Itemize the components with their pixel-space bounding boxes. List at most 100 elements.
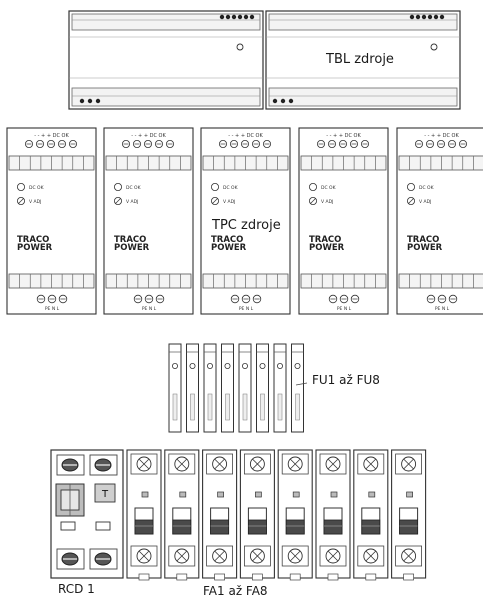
pot-slot [115,198,121,204]
terminal-dot [237,14,243,20]
rcd-label: RCD 1 [58,582,95,596]
rcd-device: T [50,449,124,579]
fuse [273,343,287,433]
screw-slot [176,550,188,562]
fuse-indicator-icon [241,362,248,369]
lever-shade [285,519,305,535]
brand-logo: POWER [17,243,53,253]
terminal-dot [231,14,237,20]
terminal-dot [421,14,427,20]
terminal-dot [427,14,433,20]
top-terminal-label: - - + + DC OK [326,133,361,139]
bottom-terminal-label: PE N L [239,306,254,312]
top-terminal-label: - - + + DC OK [34,133,69,139]
pot-slot [212,198,218,204]
brand-logo: TRACO [309,235,341,245]
fuse-indicator-icon [189,362,196,369]
brand-logo: POWER [309,243,345,253]
pot-label: V ADJ [321,199,333,205]
brand-logo: POWER [211,243,247,253]
terminal-dot [243,14,249,20]
din-clip [289,573,301,581]
top-terminal-label: - - + + DC OK [228,133,263,139]
status-window [368,491,376,498]
led-label: DC OK [29,185,45,191]
terminal-dot [415,14,421,20]
lever-shade [399,519,419,535]
lever-shade [134,519,154,535]
terminal-dot [87,98,93,104]
bottom-terminal-label: PE N L [45,306,60,312]
din-clip [365,573,377,581]
fuse-slot [190,393,195,421]
pot-label: V ADJ [223,199,235,205]
terminal-block [398,273,483,289]
screw-slot [403,550,414,562]
screw-slot [214,550,225,562]
led-icon [406,182,415,191]
terminal-dot [439,14,445,20]
screw-slot [365,458,377,470]
terminal-dot [433,14,439,20]
fuse-slot [277,393,283,421]
screw-icon [61,552,79,566]
circuit-breaker [315,449,351,581]
brand-logo: TRACO [407,235,439,245]
lever-shade [323,519,343,535]
fuse-body [273,343,287,433]
led-label: DC OK [419,185,435,191]
lever-shade [172,519,192,535]
top-terminal-label: - - + + DC OK [424,133,459,139]
circuit-breaker [239,449,275,581]
brand-logo: TRACO [114,235,146,245]
bottom-terminal-label: PE N L [435,306,450,312]
bottom-terminal-label: PE N L [337,306,352,312]
terminal-dot [225,14,231,20]
terminal-dot [409,14,415,20]
circuit-breaker [391,449,427,581]
fuse [238,343,252,433]
din-clip [138,573,150,581]
led-icon [114,182,123,191]
fuse-indicator-icon [224,362,231,369]
screw-icon [61,458,79,472]
status-window [330,491,338,498]
fuse-body [238,343,252,433]
brand-logo: TRACO [211,235,243,245]
lever-shade [361,519,381,535]
fuse-indicator-icon [259,362,266,369]
pot-slot [310,198,316,204]
tpc-label: TPC zdroje [212,218,281,233]
fuse-slot [207,393,213,421]
top-terminal-label: - - + + DC OK [131,133,166,139]
terminal-dot [219,14,225,20]
circuit-breaker [277,449,313,581]
fuse-body [168,343,182,433]
fa-label: FA1 až FA8 [203,584,268,598]
pot-slot [408,198,414,204]
terminal-dot [79,98,85,104]
status-window [292,491,300,498]
fuse-body [291,343,304,433]
screw-slot [138,550,150,562]
din-clip [403,573,414,581]
fuse-indicator-icon [206,362,213,369]
circuit-breaker [202,449,238,581]
fuse-body [256,343,269,433]
terminal-block [398,155,483,171]
led-label: DC OK [126,185,142,191]
status-window [406,491,413,498]
circuit-breaker [164,449,200,581]
screw-slot [365,550,377,562]
fuse-body [203,343,217,433]
fuse-slot [260,393,265,421]
lever-shade [210,519,230,535]
fuse-indicator-icon [276,362,283,369]
